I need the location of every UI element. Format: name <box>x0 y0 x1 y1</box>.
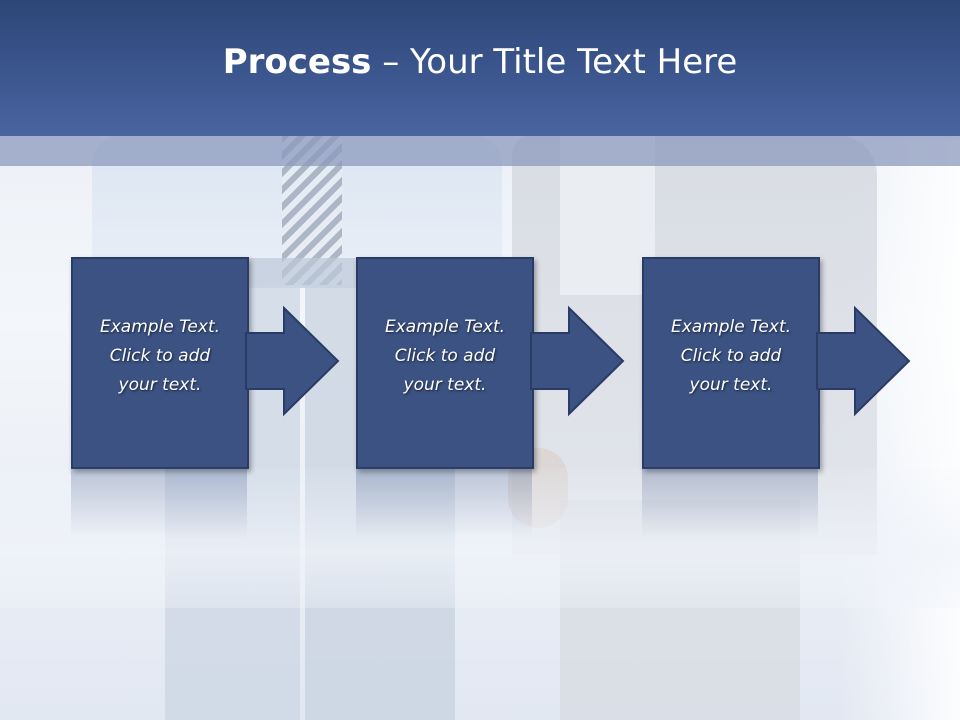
process-step-2[interactable]: Example Text. Click to add your text. <box>356 257 534 469</box>
process-step-3[interactable]: Example Text. Click to add your text. <box>642 257 820 469</box>
process-step-1[interactable]: Example Text. Click to add your text. <box>71 257 249 469</box>
process-arrow-1 <box>245 305 340 417</box>
step-2-line-1: Example Text. <box>384 317 506 337</box>
step-1-line-1: Example Text. <box>99 317 221 337</box>
process-arrow-2 <box>530 305 625 417</box>
title-bar: Process – Your Title Text Here <box>0 0 960 136</box>
title-rest: – Your Title Text Here <box>371 42 738 82</box>
step-1-line-2: Click to add <box>109 346 211 366</box>
process-step-1-text: Example Text. Click to add your text. <box>73 313 247 400</box>
step-3-line-1: Example Text. <box>670 317 792 337</box>
background-fade <box>0 468 960 608</box>
step-2-line-3: your text. <box>403 375 487 395</box>
process-step-2-reflection <box>356 468 532 538</box>
process-step-3-text: Example Text. Click to add your text. <box>644 313 818 400</box>
slide-title[interactable]: Process – Your Title Text Here <box>223 42 738 82</box>
process-arrow-3 <box>816 305 911 417</box>
process-step-1-reflection <box>71 468 247 538</box>
title-band <box>0 136 960 166</box>
process-step-2-text: Example Text. Click to add your text. <box>358 313 532 400</box>
step-3-line-3: your text. <box>689 375 773 395</box>
step-3-line-2: Click to add <box>680 346 782 366</box>
title-bold: Process <box>222 42 372 82</box>
process-step-3-reflection <box>642 468 818 538</box>
step-2-line-2: Click to add <box>394 346 496 366</box>
step-1-line-3: your text. <box>118 375 202 395</box>
